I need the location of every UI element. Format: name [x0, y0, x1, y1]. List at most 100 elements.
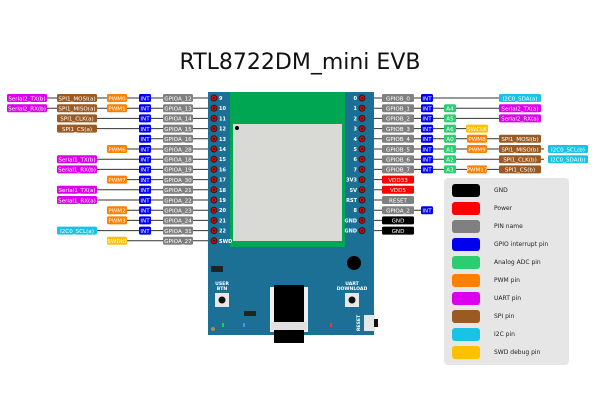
pin-name-label: GPIOA_22	[163, 196, 193, 204]
pin-name-label: GPIOB_0	[382, 94, 414, 102]
header-pin-left-9: 9	[210, 94, 223, 102]
svg-text:Serial1_TX(a): Serial1_TX(a)	[58, 188, 95, 194]
svg-text:A4: A4	[446, 107, 454, 113]
spi-label: SPI1_CS(b)	[499, 165, 541, 174]
svg-text:INT: INT	[140, 178, 150, 184]
pin-name-label: GPIOA_28	[163, 145, 193, 153]
legend-swatch	[452, 183, 480, 197]
svg-text:GPIOA_27: GPIOA_27	[164, 239, 192, 245]
antenna-hole	[347, 256, 361, 270]
interrupt-label: INT	[139, 94, 151, 102]
svg-text:PWM0: PWM0	[108, 96, 126, 102]
legend-item-gnd: GND	[452, 183, 508, 197]
svg-text:SPI1_CS(b): SPI1_CS(b)	[505, 168, 535, 174]
svg-text:GPIOA_18: GPIOA_18	[164, 158, 192, 164]
svg-text:GPIOB_5: GPIOB_5	[386, 147, 410, 153]
user-btn-label: USER	[215, 281, 229, 287]
svg-text:VDD5: VDD5	[390, 188, 406, 194]
regulator-chip	[244, 311, 256, 316]
interrupt-label: INT	[421, 124, 433, 133]
legend-item-i2c: I2C pin	[452, 327, 515, 341]
svg-text:GPIOB_2: GPIOB_2	[386, 117, 410, 123]
legend-item-spi: SPI pin	[452, 309, 514, 323]
spi-label: SPI1_MOSI(a)	[57, 94, 97, 102]
power-label: VDD5	[382, 185, 414, 194]
svg-text:SPI1_MISO(a): SPI1_MISO(a)	[58, 107, 95, 113]
svg-text:I2C0_SDA(b): I2C0_SDA(b)	[551, 158, 586, 164]
header-pin-left-17: 17	[210, 176, 226, 184]
svg-text:PWM17: PWM17	[467, 168, 488, 174]
uart-label: Serial2_RX(a)	[499, 114, 541, 123]
svg-text:SWCLK: SWCLK	[467, 127, 487, 133]
svg-text:INT: INT	[140, 96, 150, 102]
pin-name-label: GPIOA_12	[163, 94, 193, 102]
svg-text:INT: INT	[140, 107, 150, 113]
svg-text:Serial2_TX(a): Serial2_TX(a)	[501, 107, 538, 113]
i2c-label: I2C0_SCL(a)	[57, 226, 97, 235]
interrupt-label: INT	[139, 206, 151, 215]
legend-label: GPIO interrupt pin	[494, 240, 549, 248]
pwm-label: PWM9	[467, 145, 487, 153]
uart-label: Serial1_RX(b)	[57, 165, 97, 174]
svg-text:RESET: RESET	[389, 198, 408, 204]
svg-text:INT: INT	[422, 209, 432, 215]
pin-name-label: GPIOB_7	[382, 165, 414, 174]
svg-text:GND: GND	[392, 219, 405, 225]
reset-switch[interactable]	[364, 315, 375, 331]
pin-name-label: GPIOB_1	[382, 104, 414, 113]
legend-swatch	[452, 255, 480, 269]
header-pin-right-5v-9: 5V	[350, 186, 366, 194]
svg-text:I2C0_SCL(b): I2C0_SCL(b)	[551, 147, 585, 153]
svg-text:5V: 5V	[350, 188, 357, 194]
svg-text:INT: INT	[140, 188, 150, 194]
legend-item-uart: UART pin	[452, 291, 521, 305]
uart-label: Serial2_TX(a)	[499, 104, 541, 113]
usb-collar	[271, 322, 307, 330]
svg-text:SWD: SWD	[219, 239, 232, 245]
svg-text:3: 3	[354, 127, 358, 133]
pin-name-label: GPIOB_5	[382, 145, 414, 153]
usb-connector	[274, 285, 304, 343]
header-pin-left-swd: SWD	[210, 237, 232, 245]
svg-text:GPIOA_16: GPIOA_16	[164, 137, 192, 143]
reset-label: RESET	[356, 314, 362, 331]
spi-label: SPI1_MISO(a)	[57, 104, 97, 113]
pin-name-label: GPIOA_16	[163, 134, 193, 143]
user-led-chip	[211, 266, 223, 272]
svg-text:Serial1_RX(a): Serial1_RX(a)	[58, 198, 96, 204]
svg-text:INT: INT	[140, 168, 150, 174]
pin-name-label: RESET	[382, 196, 414, 204]
legend-item-power: Power	[452, 201, 512, 215]
uart-download-button-cap	[348, 296, 356, 304]
svg-text:4: 4	[354, 137, 358, 143]
adc-label: A0	[444, 134, 456, 143]
svg-text:PWM7: PWM7	[108, 178, 126, 184]
svg-text:INT: INT	[140, 127, 150, 133]
adc-label: A1	[444, 145, 456, 153]
svg-text:6: 6	[354, 157, 358, 163]
svg-text:A1: A1	[446, 147, 454, 153]
svg-text:INT: INT	[422, 147, 432, 153]
header-pin-right-4-4: 4	[354, 135, 366, 143]
module-shield	[233, 124, 342, 241]
pin-name-label: GPIOA_13	[163, 104, 193, 113]
legend-label: Analog ADC pin	[494, 258, 541, 266]
pin-name-label: GPIOA_15	[163, 124, 193, 133]
header-pin-left-11: 11	[210, 114, 226, 122]
svg-text:A2: A2	[446, 158, 453, 164]
legend-item-int: GPIO interrupt pin	[452, 237, 548, 251]
pwm-label: PWM0	[107, 94, 127, 102]
pin-name-label: GPIOA_14	[163, 114, 193, 123]
header-pin-left-20: 20	[210, 206, 226, 214]
svg-text:GPIOA_28: GPIOA_28	[164, 147, 192, 153]
svg-text:Serial2_RX(a): Serial2_RX(a)	[501, 117, 539, 123]
swd-label: SWCLK	[466, 124, 488, 133]
header-pin-left-13: 13	[210, 135, 226, 143]
interrupt-label: INT	[139, 226, 151, 235]
svg-text:INT: INT	[422, 158, 432, 164]
svg-text:PWM2: PWM2	[108, 209, 125, 215]
interrupt-label: INT	[421, 104, 433, 113]
header-pin-right-3-3: 3	[354, 125, 366, 133]
svg-text:INT: INT	[140, 219, 150, 225]
